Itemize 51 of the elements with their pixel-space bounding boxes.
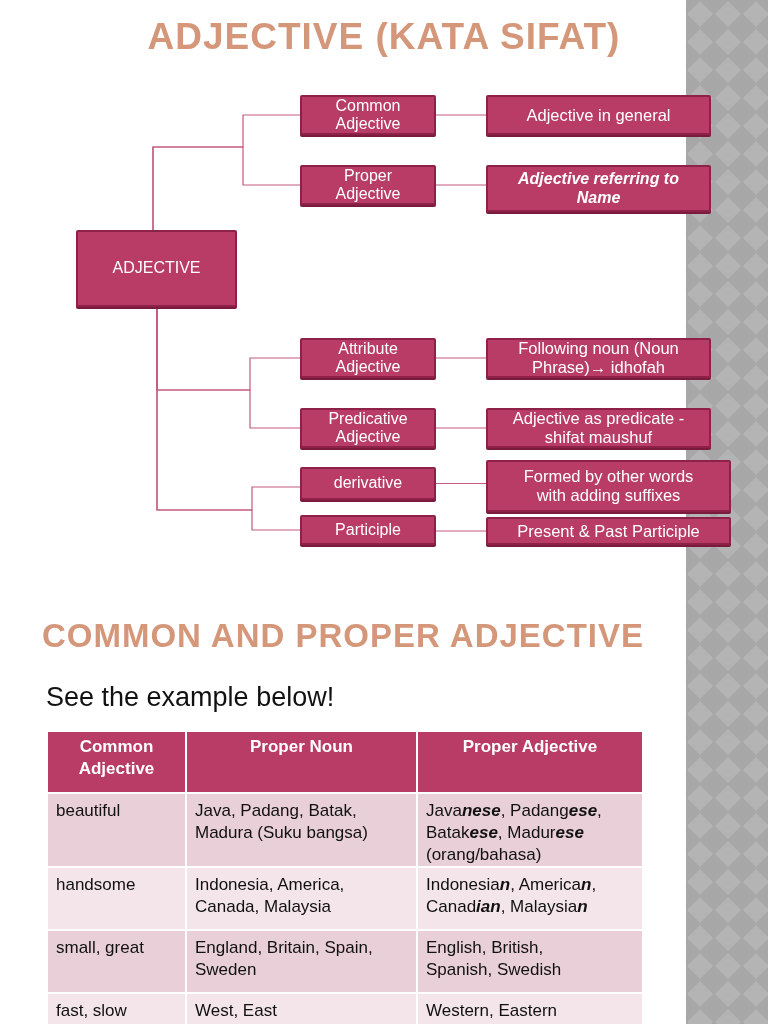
root-box xyxy=(76,230,237,307)
table-cell: small, great xyxy=(47,930,186,994)
table-header-cell: Common Adjective xyxy=(47,731,186,793)
box-text: ADJECTIVE xyxy=(112,259,201,278)
category-box xyxy=(300,165,436,205)
box-text: Adjective as predicate - shifat maushuf xyxy=(511,409,686,447)
box-text: Participle xyxy=(335,520,401,540)
box-text: Adjective in general xyxy=(526,105,671,125)
connector-line xyxy=(435,482,487,485)
table-cell: West, East xyxy=(186,993,417,1024)
category-box xyxy=(300,95,436,135)
category-box xyxy=(300,408,436,448)
category-box xyxy=(300,515,436,545)
description-box xyxy=(486,408,711,448)
box-text: derivative xyxy=(333,474,403,493)
description-box xyxy=(486,95,711,135)
category-box xyxy=(300,338,436,378)
description-box xyxy=(486,338,711,378)
description-box xyxy=(486,460,731,512)
box-text: Following noun (Noun Phrase)→ idhofah xyxy=(517,339,680,377)
section-heading: COMMON AND PROPER ADJECTIVE xyxy=(41,617,645,655)
table-cell: Western, Eastern xyxy=(417,993,643,1024)
category-box xyxy=(300,467,436,500)
box-text: Predicative Adjective xyxy=(327,409,409,447)
connector-line xyxy=(435,357,487,359)
connector-line xyxy=(435,530,487,532)
table-cell: England, Britain, Spain, Sweden xyxy=(186,930,417,994)
box-text: Present & Past Participle xyxy=(517,521,700,541)
table-cell: Javanese, Padangese, Batakese, Madurese (orang/bahasa) xyxy=(417,793,643,868)
slide-title: ADJECTIVE (KATA SIFAT) xyxy=(147,16,621,58)
connector-line xyxy=(435,114,487,116)
box-text: Common Adjective xyxy=(334,96,402,134)
table-cell: English, British, Spanish, Swedish xyxy=(417,930,643,994)
box-text: Adjective referring to Name xyxy=(517,170,680,207)
table-cell: handsome xyxy=(47,867,186,931)
table-cell: fast, slow xyxy=(47,993,186,1024)
box-text: Formed by other words with adding suffixes xyxy=(522,467,695,505)
box-text: Attribute Adjective xyxy=(334,339,402,377)
table-cell: Indonesian, American, Canadian, Malaysian xyxy=(417,867,643,931)
connector-line xyxy=(435,184,487,186)
table-cell: Indonesia, America, Canada, Malaysia xyxy=(186,867,417,931)
table-header-cell: Proper Adjective xyxy=(417,731,643,793)
table-cell: Java, Padang, Batak, Madura (Suku bangsa) xyxy=(186,793,417,868)
box-text: Proper Adjective xyxy=(334,166,402,204)
connector-line xyxy=(152,146,301,231)
table-header-cell: Proper Noun xyxy=(186,731,417,793)
connector-line xyxy=(435,427,487,429)
description-box xyxy=(486,165,711,212)
description-box xyxy=(486,517,731,545)
table-cell: beautiful xyxy=(47,793,186,868)
instruction-text: See the example below! xyxy=(46,682,335,713)
